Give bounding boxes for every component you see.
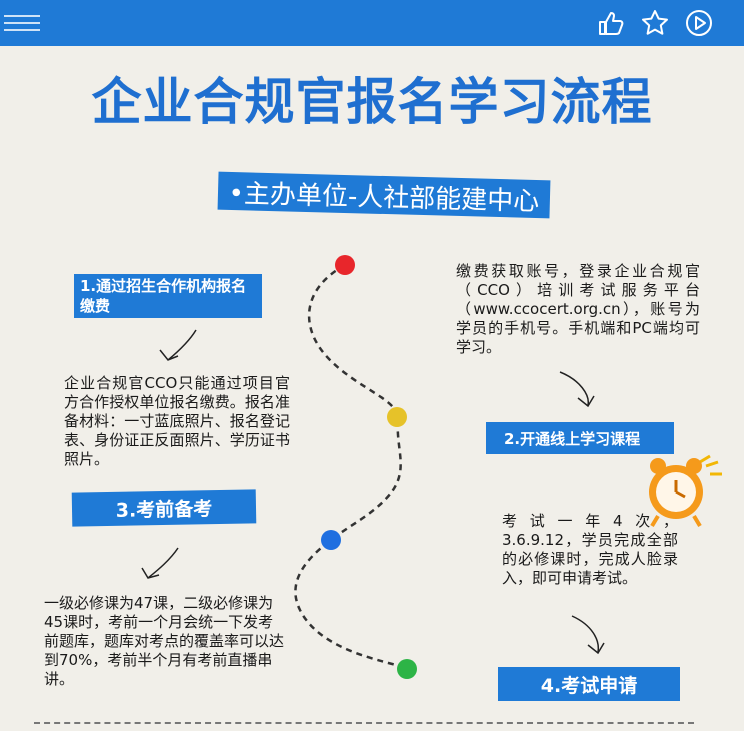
arrow-2 xyxy=(559,371,589,406)
step-4-label: 4.考试申请 xyxy=(498,667,680,701)
arrow-1-head xyxy=(159,349,179,361)
route-dot-yellow xyxy=(387,407,407,427)
top-bar xyxy=(0,0,744,46)
like-icon[interactable] xyxy=(596,8,626,38)
step-1-description: 企业合规官CCO只能通过项目官方合作授权单位报名缴费。报名准备材料：一寸蓝底照片… xyxy=(64,374,290,468)
arrow-1 xyxy=(167,329,197,361)
step-2-label: 2.开通线上学习课程 xyxy=(486,422,674,454)
menu-icon[interactable] xyxy=(4,10,40,36)
arrow-3 xyxy=(147,547,179,579)
star-icon[interactable] xyxy=(640,8,670,38)
route-dot-green xyxy=(397,659,417,679)
arrow-3-head xyxy=(141,567,160,579)
route-dot-red xyxy=(335,255,355,275)
step-3-description: 一级必修课为47课，二级必修课为45课时，考前一个月会统一下发考前题库，题库对考… xyxy=(44,594,285,688)
dashed-route xyxy=(294,263,408,670)
arrow-4 xyxy=(571,615,600,653)
step-1-label: 1.通过招生合作机构报名缴费 xyxy=(74,274,262,318)
arrow-2-head xyxy=(577,395,595,408)
alarm-clock-icon xyxy=(649,454,722,528)
step-2-description: 缴费获取账号，登录企业合规官（CCO）培训考试服务平台（www.ccocert.… xyxy=(456,262,700,356)
page-title: 企业合规官报名学习流程 xyxy=(91,73,653,131)
top-actions xyxy=(596,8,714,38)
step-4-description: 考试一年4次，3.6.9.12，学员完成全部的必修课时，完成人脸录入，即可申请考… xyxy=(502,512,678,587)
play-icon[interactable] xyxy=(684,8,714,38)
route-dot-blue xyxy=(321,530,341,550)
arrow-4-head xyxy=(587,642,605,655)
bottom-divider xyxy=(34,722,694,724)
step-3-label: 3.考前备考 xyxy=(71,489,257,527)
